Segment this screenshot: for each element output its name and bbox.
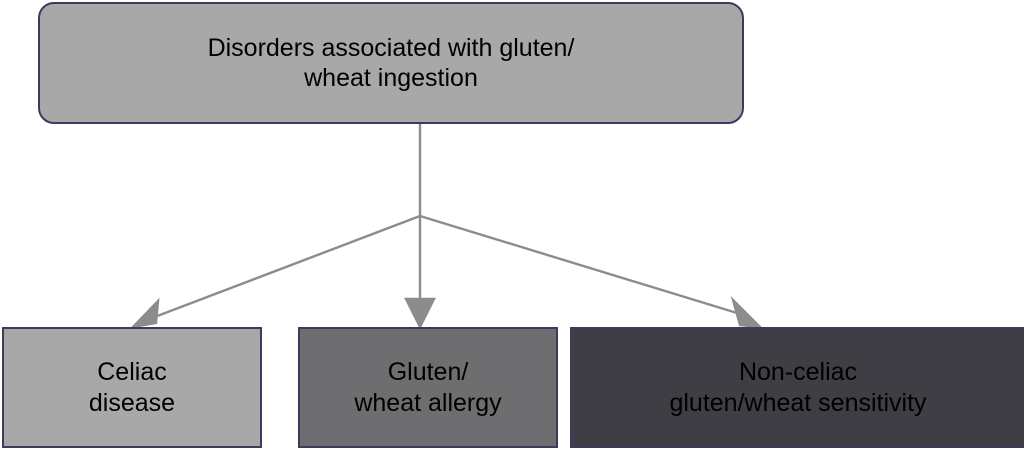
edge-root-to-allergy-arrowhead — [404, 297, 436, 330]
edge-root-to-ncgs-arrowhead — [730, 295, 764, 329]
edge-root-to-ncgs-line — [419, 214, 738, 315]
node-non-celiac-gluten-wheat-sensitivity: Non-celiac gluten/wheat sensitivity — [570, 327, 1024, 448]
node-celiac-disease: Celiac disease — [2, 327, 262, 448]
node-root-disorders: Disorders associated with gluten/ wheat … — [38, 2, 744, 124]
edge-root-to-celiac-line — [151, 214, 421, 320]
node-gluten-wheat-allergy: Gluten/ wheat allergy — [298, 327, 558, 448]
edge-root-to-celiac-arrowhead — [129, 297, 160, 329]
